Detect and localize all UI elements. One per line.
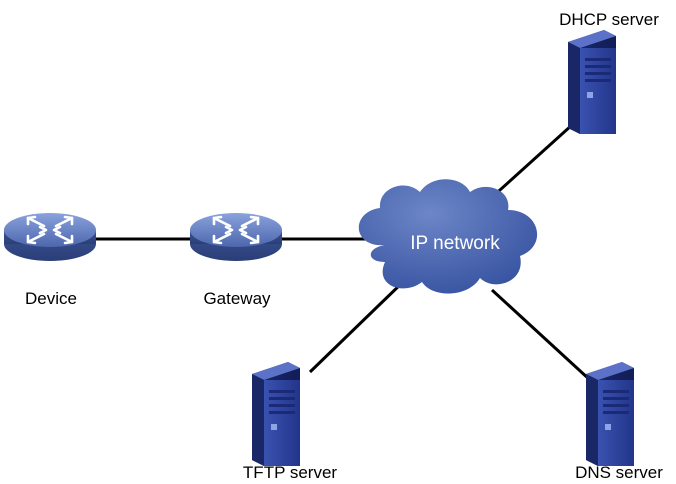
- gateway-router-icon: [188, 211, 284, 263]
- ip-network-label: IP network: [410, 233, 500, 254]
- tftp-server-label: TFTP server: [243, 463, 337, 482]
- gateway-label: Gateway: [203, 289, 271, 308]
- device-router-icon: [2, 211, 98, 263]
- link-network-dns: [490, 288, 592, 382]
- dns-server-icon: [586, 362, 634, 466]
- dns-server-label: DNS server: [575, 463, 663, 482]
- device-label: Device: [25, 289, 77, 308]
- dhcp-server-icon: [568, 30, 616, 134]
- link-network-tftp: [308, 278, 407, 374]
- tftp-server-icon: [252, 362, 300, 466]
- ip-network-cloud-icon: [358, 179, 538, 294]
- dhcp-server-label: DHCP server: [559, 10, 659, 29]
